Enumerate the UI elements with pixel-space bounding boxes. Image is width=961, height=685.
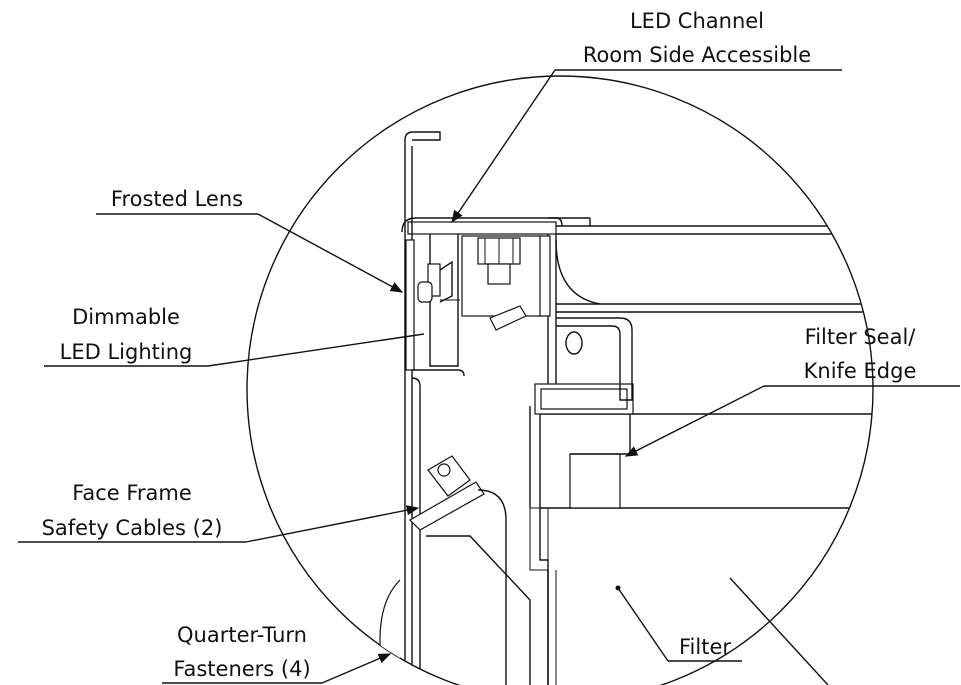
quarter-turn-label-1: Quarter-Turn — [177, 623, 307, 647]
lower-panel — [419, 530, 531, 685]
dimmable-led-label-2: LED Lighting — [60, 340, 193, 364]
led-channel-top — [407, 221, 557, 235]
led-channel-leader — [451, 69, 556, 224]
bracket — [556, 317, 633, 401]
quarter-turn-leader — [321, 653, 392, 684]
filter-seal-leader — [624, 385, 765, 457]
filter-leader — [617, 587, 669, 662]
cable-clamp — [427, 455, 471, 497]
filter-label: Filter — [679, 635, 731, 659]
filter-leader-dot — [615, 585, 621, 591]
filter-media — [539, 507, 873, 685]
dimmable-led-leader — [207, 333, 425, 367]
filter-seal-label-2: Knife Edge — [804, 359, 917, 383]
section-geometry — [379, 131, 873, 685]
safety-cable — [409, 481, 485, 531]
led-channel-label-2: Room Side Accessible — [583, 43, 811, 67]
face-frame-label-1: Face Frame — [72, 481, 192, 505]
frosted-lens-leader — [257, 213, 404, 293]
quarter-turn-label-2: Fasteners (4) — [173, 657, 310, 681]
bracket-hole — [565, 331, 583, 355]
top-extrusion — [548, 225, 873, 313]
face-frame-label-2: Safety Cables (2) — [42, 516, 223, 540]
led-channel-label-1: LED Channel — [630, 9, 764, 33]
quarter-turn-fastener — [379, 579, 401, 681]
frosted-lens-label: Frosted Lens — [111, 187, 243, 211]
dimmable-led-label-1: Dimmable — [72, 305, 180, 329]
detail-circle — [246, 75, 874, 685]
knife-edge — [569, 453, 621, 509]
detail-leader — [729, 577, 829, 685]
face-frame — [404, 140, 413, 685]
frosted-lens — [405, 239, 415, 371]
filter-seal-label-1: Filter Seal/ — [805, 325, 917, 349]
face-frame-leader — [245, 505, 420, 543]
clip — [489, 305, 527, 331]
bolt — [487, 263, 511, 285]
